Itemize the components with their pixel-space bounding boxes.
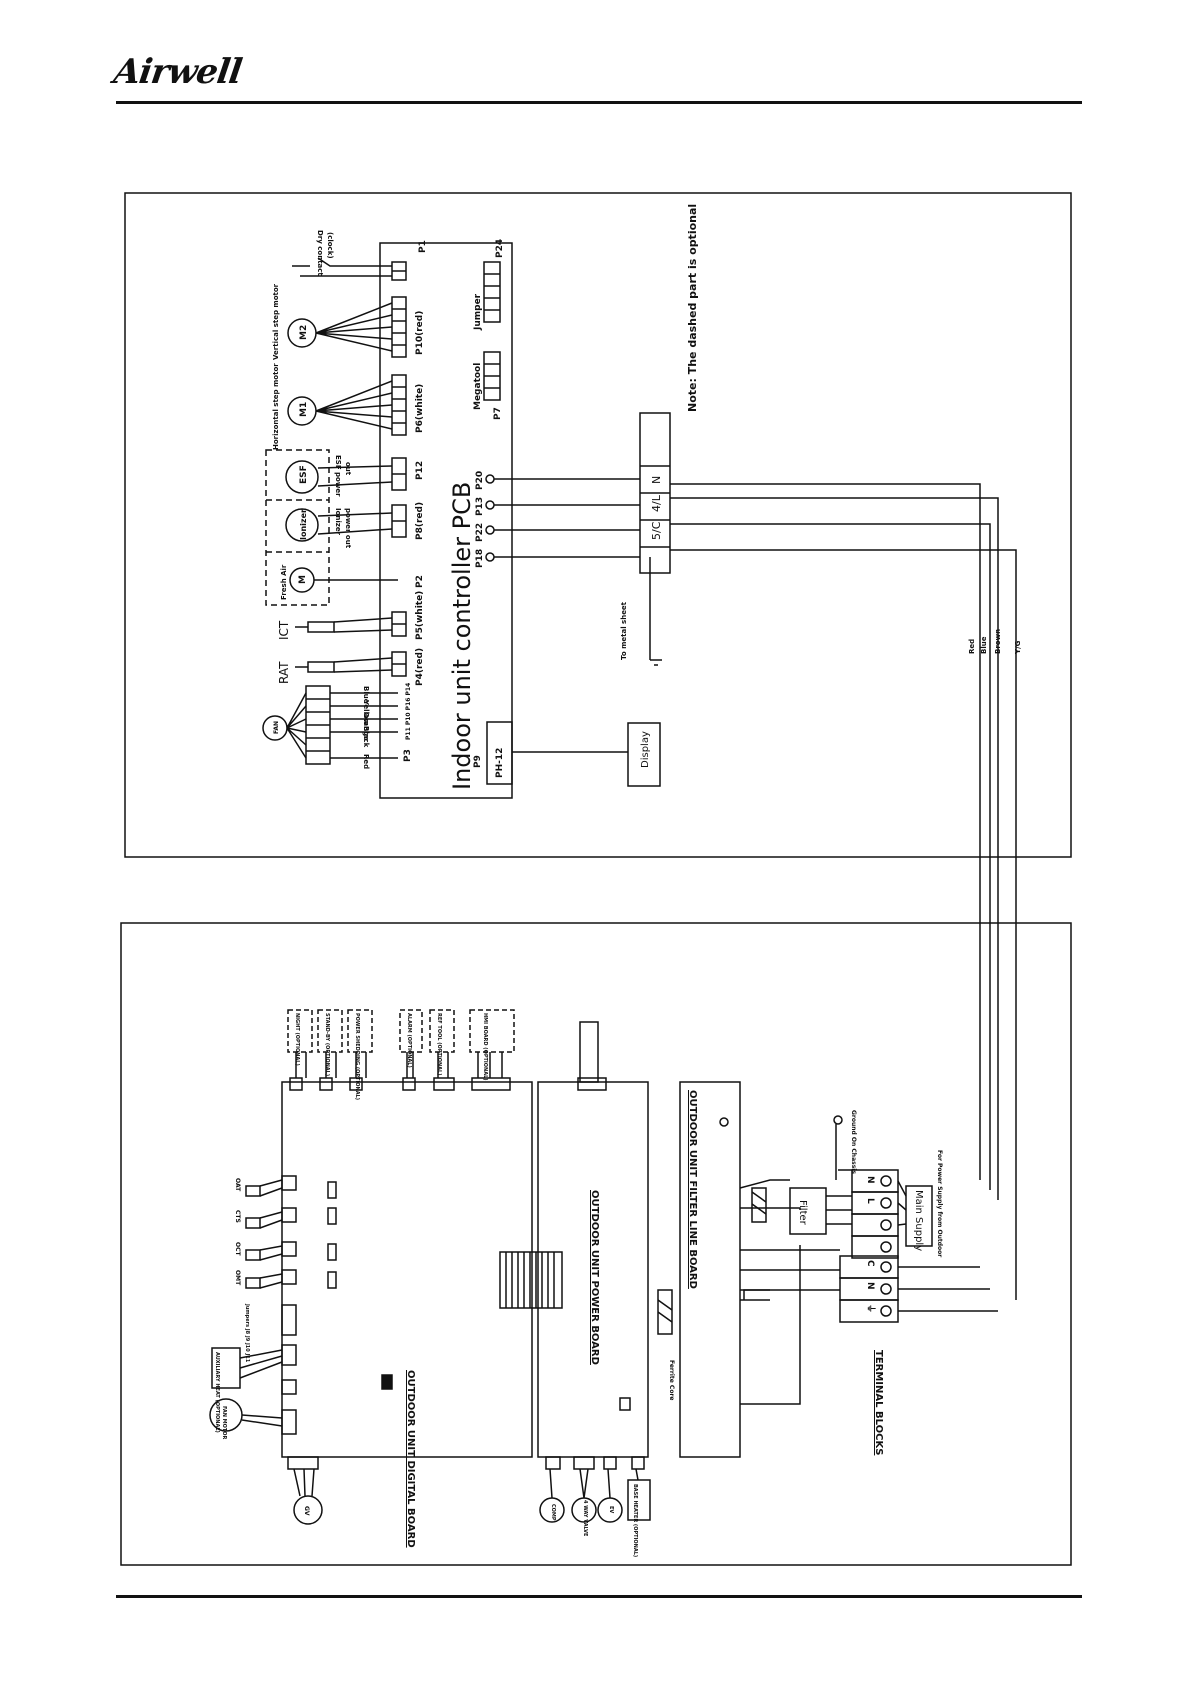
digital-board-title: OUTDOOR UNIT DIGITAL BOARD: [405, 1370, 416, 1548]
tb-l: L: [865, 1198, 875, 1204]
label-mid-pins: P11 P10 P16 P14: [405, 683, 412, 740]
main-supply-label: Main Supply: [913, 1190, 924, 1251]
label-ionizer: Ionizer: [299, 509, 308, 540]
opt-alarm: ALARM (OPTIONAL): [406, 1013, 412, 1068]
sensor-cts: CTS: [234, 1210, 241, 1223]
terminal-4l: 4/L: [650, 494, 663, 512]
label-yellow: Yellow: [362, 699, 370, 726]
terminal-5c: 5/C: [650, 521, 663, 540]
label-p9: P9: [473, 755, 483, 768]
label-p3: P3: [403, 749, 413, 762]
sensor-oct: OCT: [234, 1242, 241, 1257]
label-p7: P7: [493, 407, 503, 420]
header-rule: [116, 101, 1082, 104]
label-p5: P5(white): [415, 591, 425, 640]
opt-auxiliary: AUXILIARY HEAT (OPTIONAL): [214, 1352, 220, 1433]
label-jumper: Jumper: [473, 293, 483, 331]
ev-label: EV: [608, 1506, 614, 1513]
label-clock: (clock): [326, 232, 334, 259]
filter-box: [789, 1187, 827, 1235]
opt-hmi-board: HMI BOARD (OPTIONAL): [482, 1013, 488, 1081]
outdoor-frame: [120, 922, 1072, 1566]
label-fresh-air: Fresh Air: [280, 564, 288, 600]
label-rat: RAT: [277, 661, 291, 684]
label-display: Display: [640, 731, 651, 768]
label-horizontal-motor: Horizontal step motor: [272, 363, 280, 450]
indoor-frame: [124, 192, 1072, 858]
indoor-pcb: [379, 242, 513, 799]
wire-brown: Brown: [994, 629, 1002, 654]
label-ict: ICT: [277, 620, 291, 640]
label-megatool: Megatool: [473, 363, 483, 410]
label-m1: M1: [299, 402, 309, 417]
fan-motor-label: FAN MOTOR: [221, 1406, 227, 1440]
opt-power-shedding: POWER SHEDDING (OPTIONAL): [354, 1013, 360, 1100]
for-power-label: For Power Supply from Outdoor: [936, 1150, 943, 1257]
wire-yg: Y/G: [1014, 640, 1022, 655]
label-m2: M2: [299, 325, 309, 340]
four-way-label: 4 WAY VALVE: [582, 1500, 588, 1537]
label-dry-contact: Dry contact: [316, 230, 324, 276]
label-p2: P2: [415, 575, 425, 588]
tb-w: N: [865, 1282, 875, 1290]
optional-note: Note: The dashed part is optional: [686, 204, 699, 412]
opt-night: NIGHT (OPTIONAL): [294, 1013, 300, 1066]
sensor-oat: OAT: [234, 1178, 241, 1192]
terminal-n: N: [650, 476, 663, 484]
label-p13: P13: [475, 497, 485, 516]
label-black: Black: [362, 726, 370, 748]
label-p18: P18: [475, 549, 485, 568]
label-p20: P20: [475, 471, 485, 490]
filter-board-title: OUTDOOR UNIT FILTER LINE BOARD: [687, 1090, 698, 1289]
tb-c: C: [865, 1260, 875, 1267]
label-vertical-motor: Vertical step motor: [272, 283, 280, 360]
sensor-omt: OMT: [234, 1270, 241, 1286]
label-esf: ESF: [299, 465, 309, 484]
jumpers-label: Jumpers J8 J9 J10 J11: [244, 1303, 250, 1363]
opt-ref-tool: REF TOOL (OPTIONAL): [436, 1013, 442, 1076]
wire-blue: Blue: [980, 636, 988, 654]
terminal-blocks-title: TERMINAL BLOCKS: [873, 1350, 884, 1455]
label-p8: P8(red): [415, 502, 425, 540]
ground-chassis-label: Ground On Chassis: [850, 1110, 857, 1174]
label-blue: Blue: [362, 686, 370, 704]
indoor-pcb-title: Indoor unit controller PCB: [448, 482, 476, 790]
label-p1: P1: [418, 240, 428, 253]
power-board-title: OUTDOOR UNIT POWER BOARD: [589, 1190, 600, 1365]
opt-standby: STAND-BY (OPTIONAL): [324, 1013, 330, 1076]
comp-label: COMP: [550, 1504, 556, 1521]
gv-label: GV: [303, 1506, 310, 1516]
label-ionizer-power: Ionizer: [334, 508, 342, 536]
filter-label: Filter: [797, 1200, 808, 1226]
label-p12: P12: [415, 461, 425, 480]
label-esf-power: ESF power: [334, 455, 342, 497]
label-p6: P6(white): [415, 384, 425, 433]
label-fan: FAN: [273, 721, 280, 734]
label-p4: P4(red): [415, 648, 425, 686]
wire-red: Red: [968, 639, 976, 654]
label-p22: P22: [475, 523, 485, 542]
main-supply-box: [905, 1185, 933, 1247]
label-power-out: power out: [344, 508, 352, 549]
label-m: M: [298, 575, 308, 584]
label-red: Red: [362, 754, 370, 769]
label-ph12: PH-12: [495, 748, 505, 778]
label-esf-out: out: [344, 462, 352, 476]
label-p10: P10(red): [415, 311, 425, 355]
opt-base-heater: BASE HEATER (OPTIONAL): [632, 1484, 638, 1557]
label-metal-sheet: To metal sheet: [620, 601, 628, 660]
tb-ground: ⏚: [865, 1304, 876, 1313]
label-p24: P24: [495, 239, 505, 258]
footer-rule: [116, 1595, 1082, 1598]
ferrite-core-label: Ferrite Core: [668, 1360, 675, 1400]
tb-n: N: [865, 1176, 875, 1184]
label-orange: Orange: [362, 712, 370, 741]
